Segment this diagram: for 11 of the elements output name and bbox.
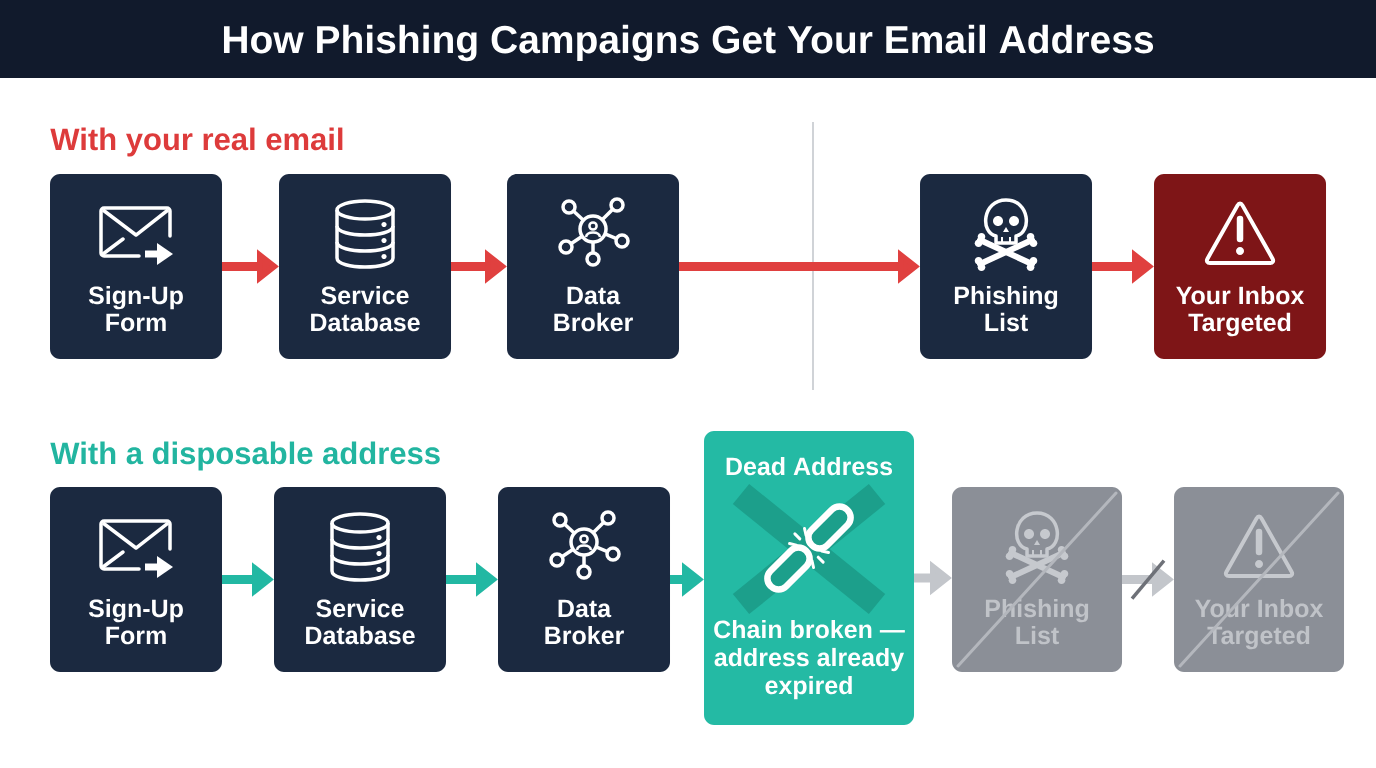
- section-heading: With a disposable address: [50, 441, 440, 471]
- process-box: Data Broker: [498, 487, 670, 672]
- process-box: Sign-Up Form: [50, 487, 222, 672]
- section-heading: With your real email: [50, 127, 343, 157]
- process-box: Data Broker: [507, 174, 679, 359]
- process-box: Phishing List: [920, 174, 1092, 359]
- process-box: Service Database: [274, 487, 446, 672]
- process-box: Your Inbox Targeted: [1154, 174, 1326, 359]
- title-bar: How Phishing Campaigns Get Your Email Address: [0, 0, 1376, 78]
- process-box: Sign-Up Form: [50, 174, 222, 359]
- process-box: Service Database: [279, 174, 451, 359]
